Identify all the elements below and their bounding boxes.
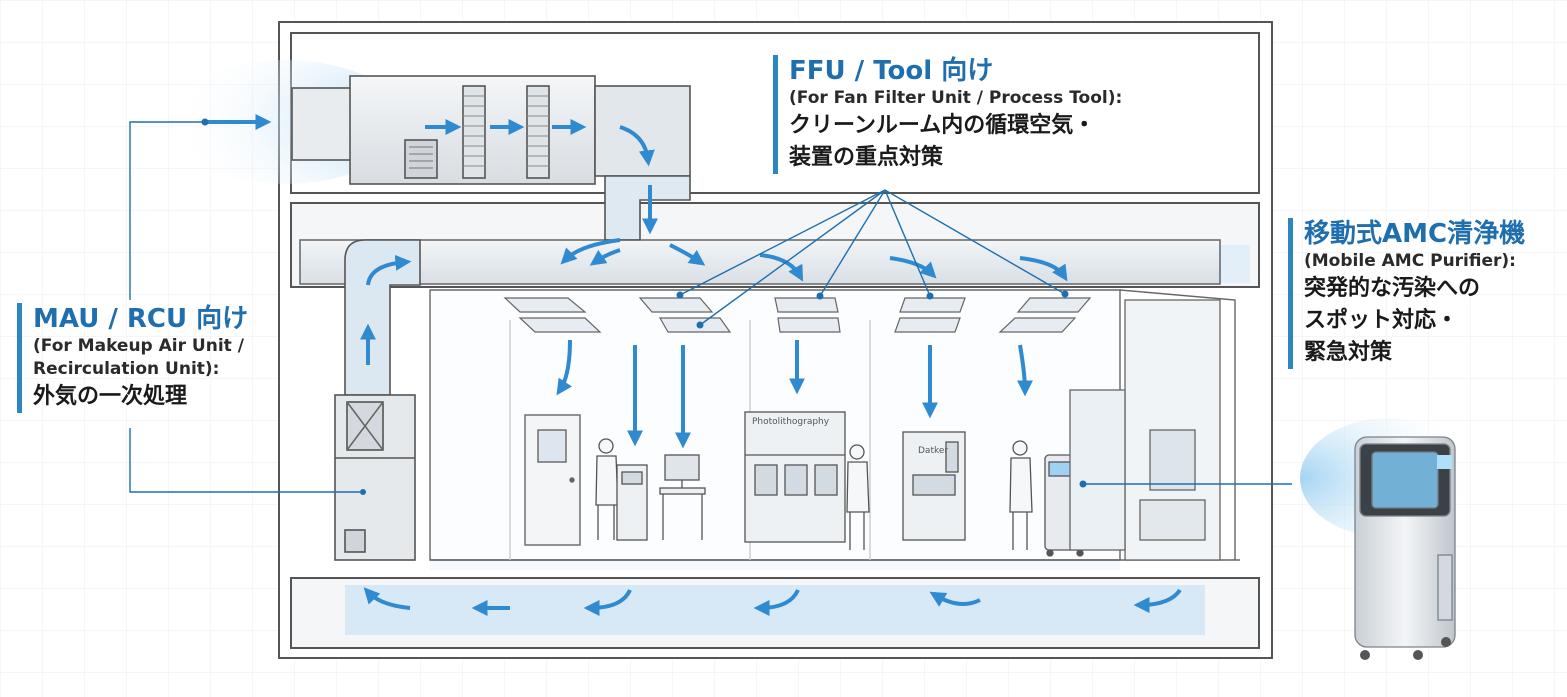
ffu-tool-description-2: 装置の重点対策 [789,145,944,170]
mobile-purifier-description-1: 突発的な汚染への [1304,276,1481,301]
ffu-panels [503,297,1092,333]
mobile-amc-purifier [1354,436,1456,660]
equipment-bay [1069,299,1221,561]
process-tool-2 [902,431,966,541]
callout-mobile-purifier: 移動式AMC清浄機 (Mobile AMC Purifier): 突発的な汚染へ… [1288,218,1525,369]
callout-leaders [129,121,1292,493]
mobile-purifier-description-2: スポット対応・ [1304,308,1459,333]
ffu-tool-heading: FFU / Tool 向け [789,56,994,86]
mau-rcu-description: 外気の一次処理 [33,384,188,409]
airflow-arrows [205,114,1182,616]
air-handling-unit [291,75,691,185]
rcu-unit [334,394,416,561]
process-tool-1 [616,454,706,541]
mau-rcu-subtitle-2: Recirculation Unit): [33,359,220,379]
ffu-tool-subtitle: (For Fan Filter Unit / Process Tool): [789,88,1123,108]
callout-ffu-tool: FFU / Tool 向け (For Fan Filter Unit / Pro… [773,55,1122,174]
tool2-label: Datker [918,446,949,456]
cleanroom-door [524,414,581,546]
return-duct [344,239,421,396]
photolithography-tool [744,411,846,543]
callout-mau-rcu: MAU / RCU 向け (For Makeup Air Unit / Reci… [17,303,248,413]
worker-2 [846,444,870,550]
mau-rcu-subtitle-1: (For Makeup Air Unit / [33,336,244,356]
ffu-tool-description-1: クリーンルーム内の循環空気・ [789,113,1096,138]
worker-1 [595,438,619,540]
photolithography-label: Photolithography [752,417,830,427]
mau-rcu-heading: MAU / RCU 向け [33,304,249,334]
mobile-purifier-description-3: 緊急対策 [1304,340,1393,365]
worker-3 [1009,440,1033,550]
mobile-purifier-heading: 移動式AMC清浄機 [1304,219,1526,249]
callout-dots [201,118,1087,488]
mobile-purifier-subtitle: (Mobile AMC Purifier): [1304,251,1516,271]
